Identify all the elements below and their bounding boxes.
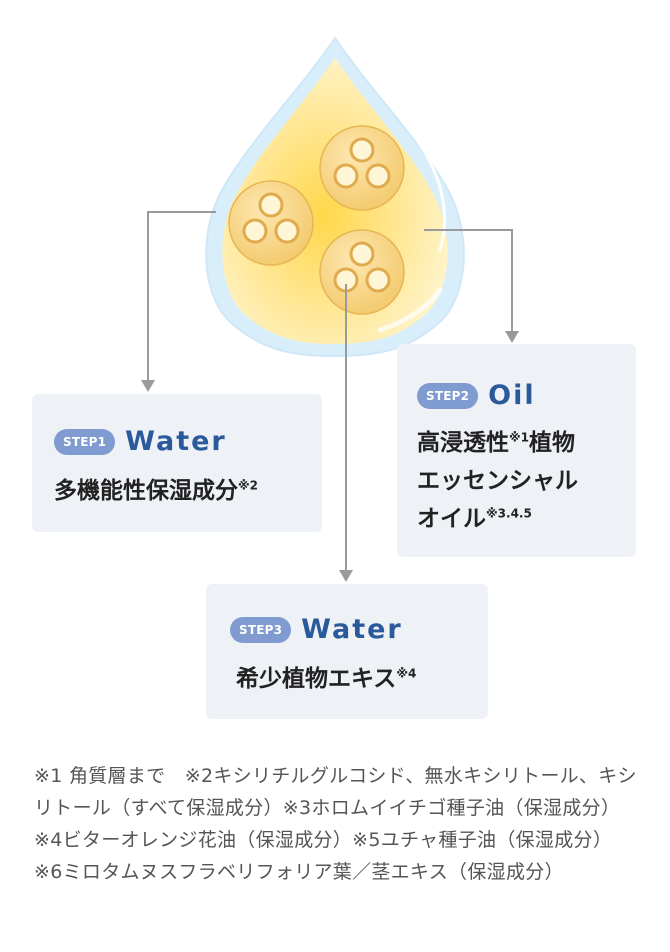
- step2-desc-line3: オイル※3.4.5: [417, 500, 578, 538]
- capsule-icon: [319, 125, 405, 211]
- connector-step2: [424, 229, 513, 333]
- step2-title: Oil: [488, 380, 536, 411]
- step2-badge: STEP2: [417, 382, 479, 409]
- footnote: ※1 角質層まで ※2キシリチルグルコシド、無水キシリトール、キシリトール（すべ…: [34, 765, 637, 883]
- step1-badge: STEP1: [54, 428, 116, 455]
- step3-title: Water: [301, 614, 403, 645]
- step2-desc-line1: 高浸透性※1植物: [417, 424, 578, 462]
- step2-desc-line1-note: ※1: [509, 430, 530, 445]
- step1-desc-text: 多機能性保湿成分: [54, 478, 238, 504]
- step2-card: STEP2 Oil 高浸透性※1植物 エッセンシャル オイル※3.4.5: [397, 344, 636, 557]
- step1-desc-note: ※2: [238, 478, 259, 493]
- arrow-down-icon: [339, 570, 353, 582]
- step1-header: STEP1 Water: [54, 426, 227, 457]
- step2-desc-line1-text: 高浸透性: [417, 430, 509, 456]
- capsule-icon: [319, 229, 405, 315]
- step3-header: STEP3 Water: [230, 614, 403, 645]
- step1-card: STEP1 Water 多機能性保湿成分※2: [32, 394, 322, 532]
- step2-desc-line1-tail: 植物: [529, 430, 576, 456]
- arrow-down-icon: [141, 380, 155, 392]
- step1-description: 多機能性保湿成分※2: [54, 472, 258, 510]
- capsule-icon: [228, 180, 314, 266]
- step3-desc-note: ※4: [396, 666, 417, 681]
- step1-title: Water: [125, 426, 227, 457]
- step3-card: STEP3 Water 希少植物エキス※4: [206, 584, 488, 719]
- step3-desc-text: 希少植物エキス: [236, 666, 397, 692]
- step3-description: 希少植物エキス※4: [236, 660, 416, 698]
- connector-step1: [147, 211, 216, 382]
- step2-desc-line3-note: ※3.4.5: [486, 506, 532, 521]
- step2-description: 高浸透性※1植物 エッセンシャル オイル※3.4.5: [417, 424, 578, 538]
- step2-desc-line2: エッセンシャル: [417, 468, 578, 494]
- step3-badge: STEP3: [230, 616, 292, 643]
- step2-header: STEP2 Oil: [417, 380, 536, 411]
- arrow-down-icon: [505, 331, 519, 343]
- step2-desc-line3-text: オイル: [417, 506, 486, 532]
